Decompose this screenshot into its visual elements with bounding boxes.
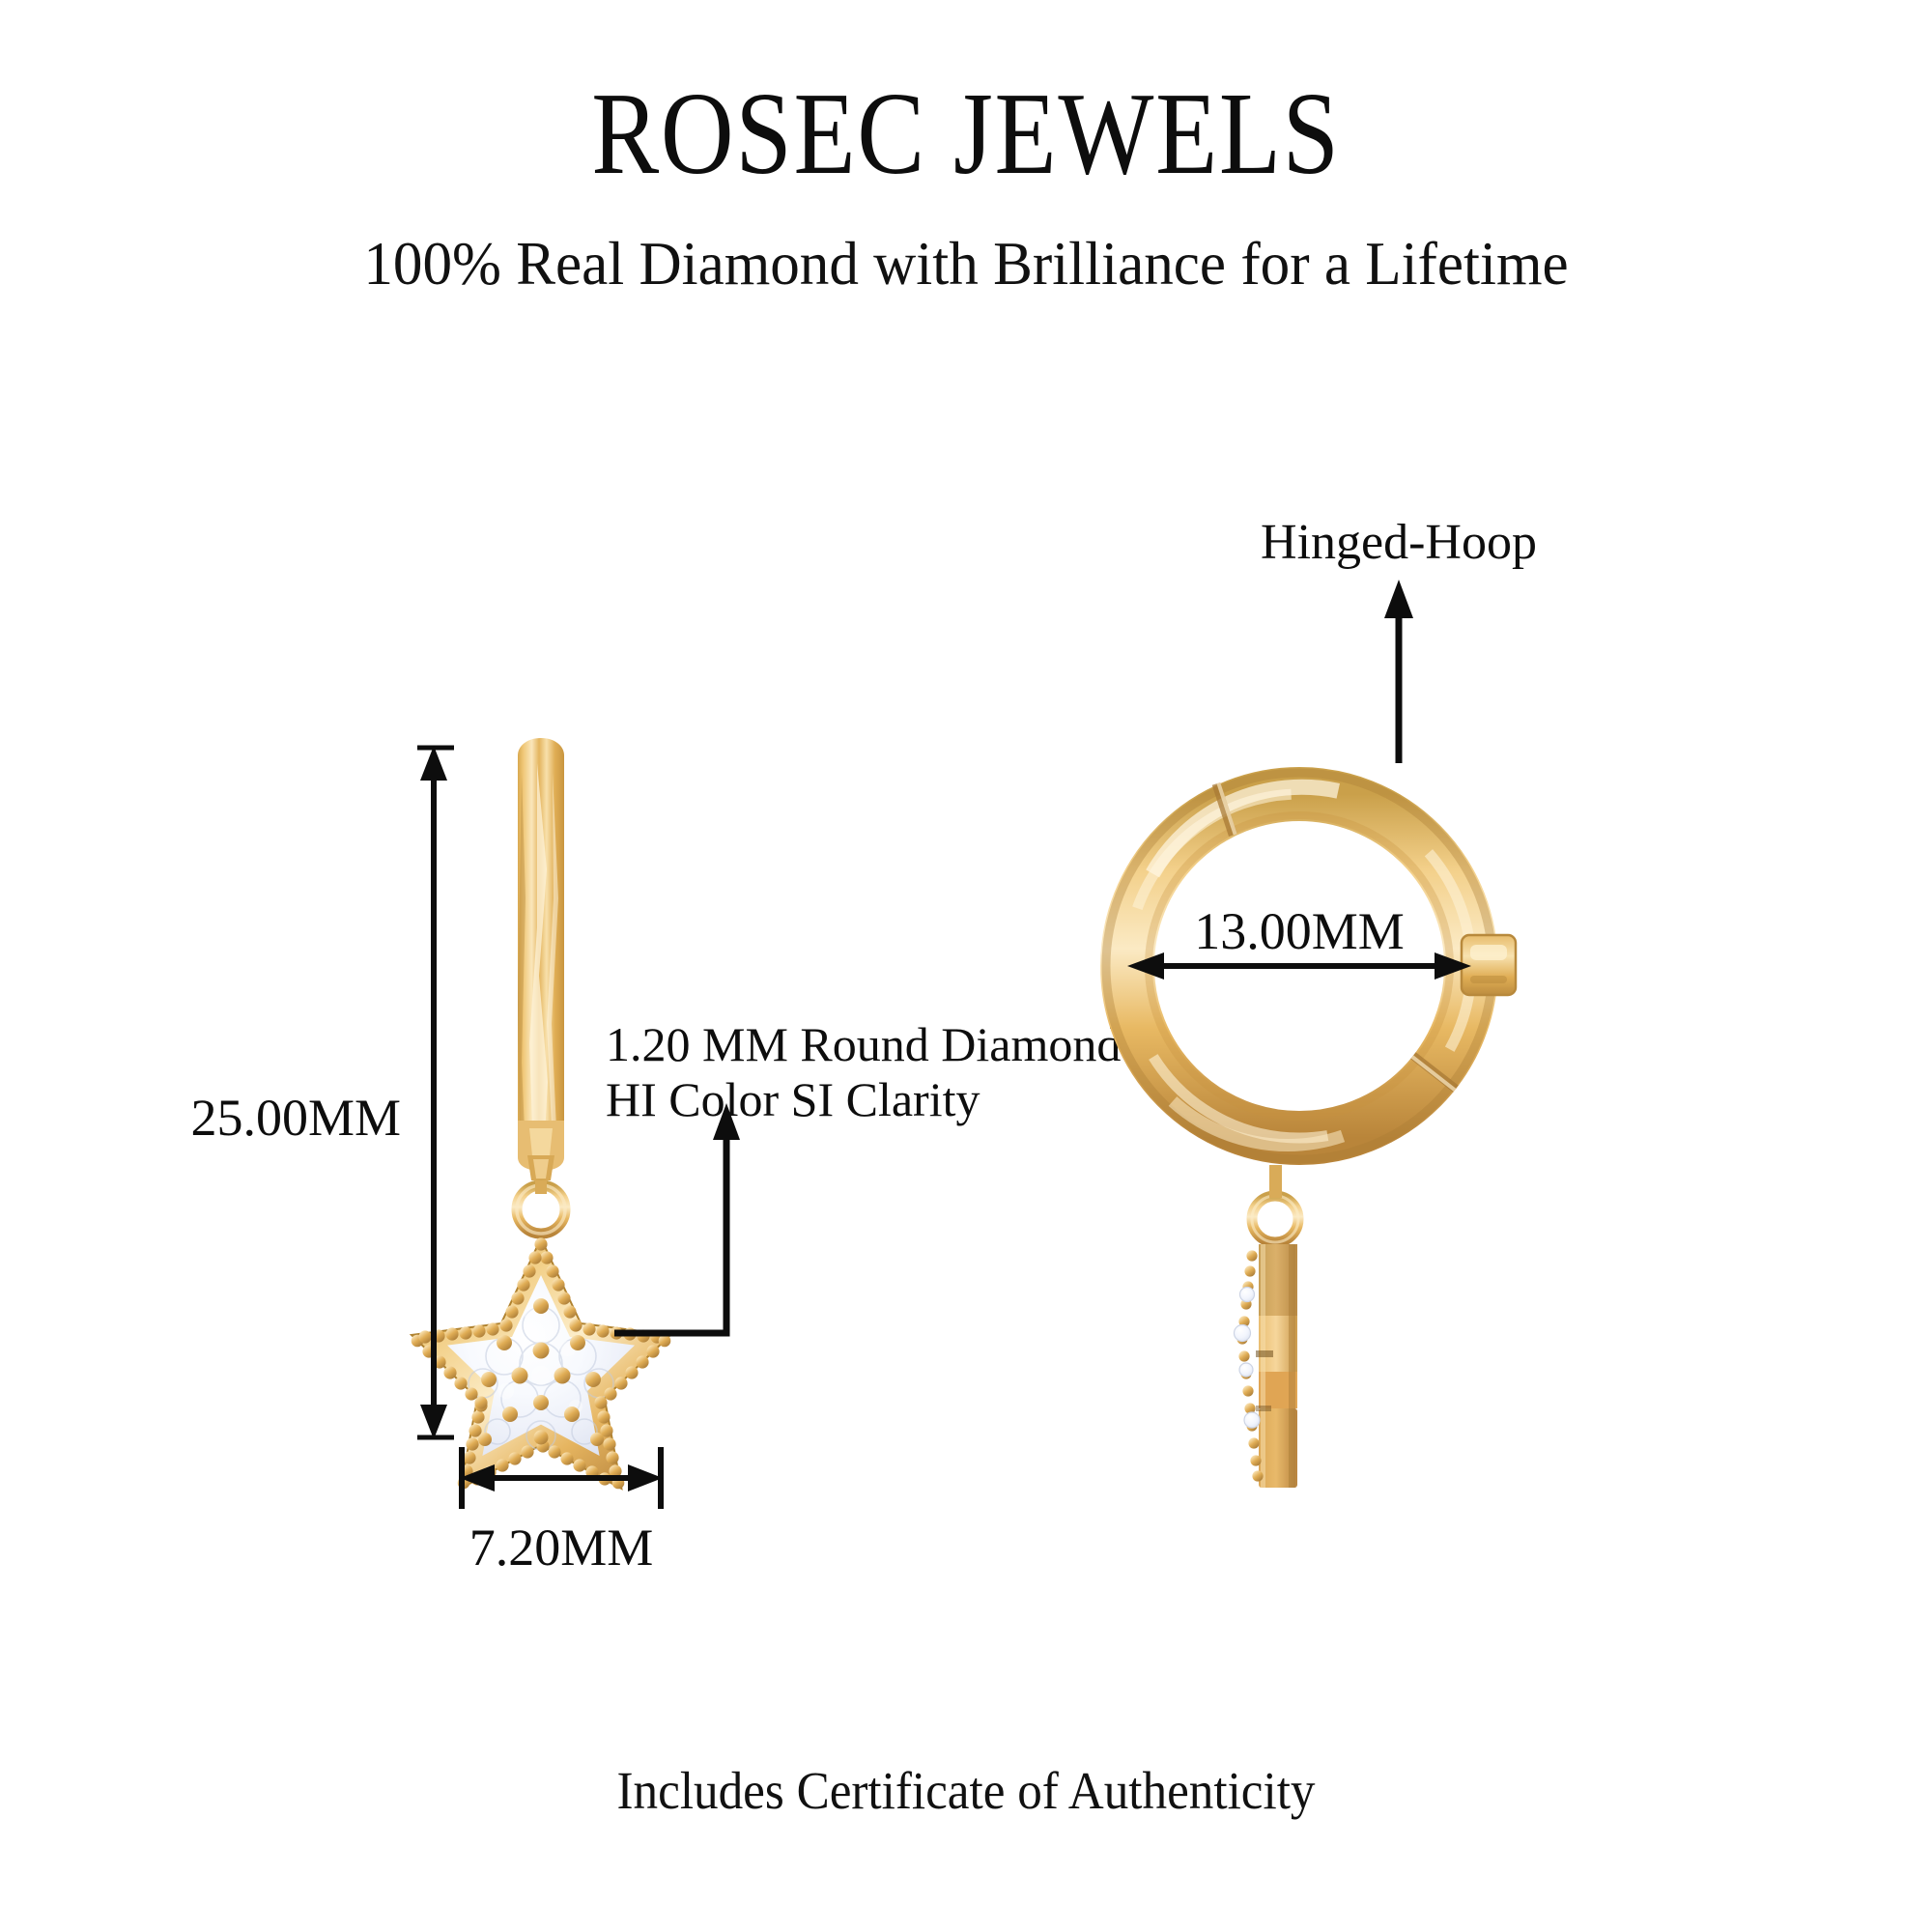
header: ROSEC JEWELS 100% Real Diamond with Bril… xyxy=(0,0,1932,295)
closure-annotation: Hinged-Hoop xyxy=(1261,515,1537,763)
pave-prongs xyxy=(478,1298,604,1446)
page-title: ROSEC JEWELS xyxy=(591,69,1341,199)
hinge-seam-bottom xyxy=(1410,1052,1459,1093)
width-dimension: 7.20MM xyxy=(459,1447,664,1577)
front-view-earring: 25.00MM 7.20MM 1.20 MM Round Diamond HI … xyxy=(190,738,1121,1577)
hoop-connector-front xyxy=(527,1155,554,1180)
star-pendant-front xyxy=(409,1236,673,1491)
hoop-diameter-dimension: 13.00MM xyxy=(1127,902,1471,980)
diamond-spec-line2: HI Color SI Clarity xyxy=(606,1072,980,1126)
hoop-band-front xyxy=(518,738,564,1171)
star-pendant-side xyxy=(1233,1244,1297,1488)
hoop-diameter-label: 13.00MM xyxy=(1194,902,1405,960)
side-view-earring: 13.00MM Hinged-Hoop xyxy=(1100,515,1537,1488)
diamond-spec-line1: 1.20 MM Round Diamond xyxy=(606,1017,1121,1071)
brand-tagline: 100% Real Diamond with Brilliance for a … xyxy=(363,230,1569,298)
hoop-clasp xyxy=(1460,933,1518,997)
certificate-note: Includes Certificate of Authenticity xyxy=(616,1761,1316,1820)
footer: Includes Certificate of Authenticity xyxy=(0,1760,1932,1821)
width-dimension-label: 7.20MM xyxy=(469,1519,654,1577)
jump-ring-side xyxy=(1246,1165,1304,1248)
diamond-annotation: 1.20 MM Round Diamond HI Color SI Clarit… xyxy=(606,1017,1121,1337)
height-dimension-label: 25.00MM xyxy=(190,1089,401,1147)
height-dimension: 25.00MM xyxy=(190,745,454,1440)
hinge-seam-top xyxy=(1211,781,1310,837)
jump-ring-front xyxy=(511,1179,571,1239)
closure-type-label: Hinged-Hoop xyxy=(1261,515,1537,570)
